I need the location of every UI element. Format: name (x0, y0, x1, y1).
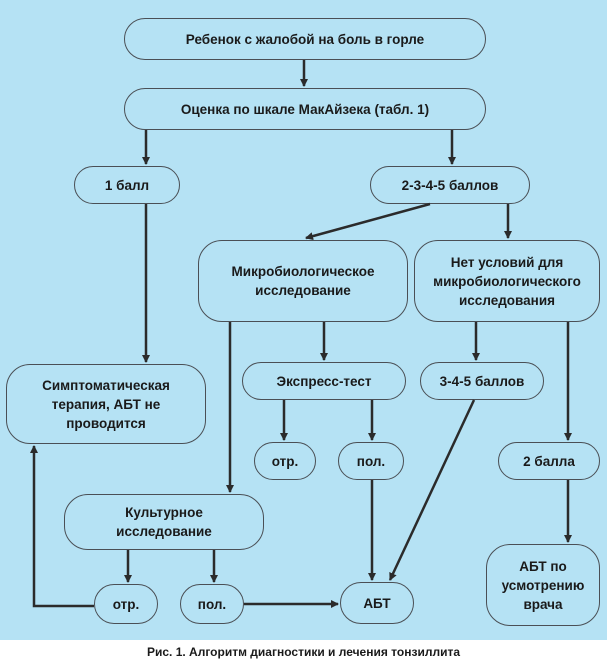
node-mcisaac: Оценка по шкале МакАйзека (табл. 1) (124, 88, 486, 130)
node-root: Ребенок с жалобой на боль в горле (124, 18, 486, 60)
edge-three-five-to-abt (388, 399, 476, 581)
node-express-positive: пол. (338, 442, 404, 480)
edge-two-five-to-micro (305, 202, 431, 241)
edge-culture-negative-to-symptomatic (30, 445, 94, 608)
node-express-negative: отр. (254, 442, 316, 480)
node-symptomatic-therapy: Симптоматическая терапия, АБТ не проводи… (6, 364, 206, 444)
node-abt-doctor-discretion: АБТ по усмотрению врача (486, 544, 600, 626)
node-one-point: 1 балл (74, 166, 180, 204)
node-culture-negative: отр. (94, 584, 158, 624)
figure-caption: Рис. 1. Алгоритм диагностики и лечения т… (146, 645, 460, 659)
edges (30, 60, 572, 608)
node-no-micro-conditions: Нет условий для микробиологического иссл… (414, 240, 600, 322)
node-culture-study: Культурное исследование (64, 494, 264, 550)
node-abt: АБТ (340, 582, 414, 624)
node-micro-study: Микробиологическое исследование (198, 240, 408, 322)
node-express-test: Экспресс-тест (242, 362, 406, 400)
node-three-five-points: 3-4-5 баллов (420, 362, 544, 400)
flowchart-canvas: Ребенок с жалобой на боль в горле Оценка… (0, 0, 607, 640)
node-two-five-points: 2-3-4-5 баллов (370, 166, 530, 204)
node-culture-positive: пол. (180, 584, 244, 624)
node-two-points: 2 балла (498, 442, 600, 480)
